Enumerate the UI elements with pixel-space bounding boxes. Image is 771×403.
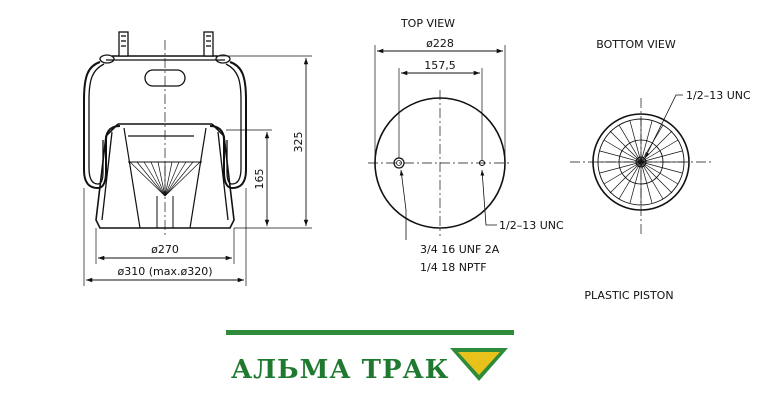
port-right <box>478 159 486 167</box>
side-view <box>83 31 312 286</box>
logo-chevron-fill <box>458 352 500 375</box>
dim-bolt-spacing: 157,5 <box>424 59 456 72</box>
thread-label-right: 1/2–13 UNC <box>499 219 564 232</box>
thread-label-left-2: 1/4 18 NPTF <box>420 261 487 274</box>
thread-label-left-1: 3/4 16 UNF 2A <box>420 243 500 256</box>
dim-height-piston: 165 <box>253 169 266 190</box>
dim-dia-bellow: ø310 (max.ø320) <box>118 265 213 278</box>
brand-bar <box>226 330 514 335</box>
bottom-thread-label: 1/2–13 UNC <box>686 89 751 102</box>
dim-dia-plate: ø228 <box>426 37 454 50</box>
stud-left <box>118 31 129 57</box>
piston-material-note: PLASTIC PISTON <box>584 289 673 302</box>
brand-logo: АЛЬМА ТРАК <box>226 330 514 385</box>
dim-dia-piston: ø270 <box>151 243 179 256</box>
stud-right <box>203 31 214 57</box>
top-view-title: TOP VIEW <box>400 17 455 30</box>
bottom-view-title: BOTTOM VIEW <box>596 38 676 51</box>
dim-height-total: 325 <box>292 132 305 153</box>
brand-name: АЛЬМА ТРАК <box>231 355 449 385</box>
top-view <box>368 45 512 240</box>
bottom-view <box>570 94 712 234</box>
